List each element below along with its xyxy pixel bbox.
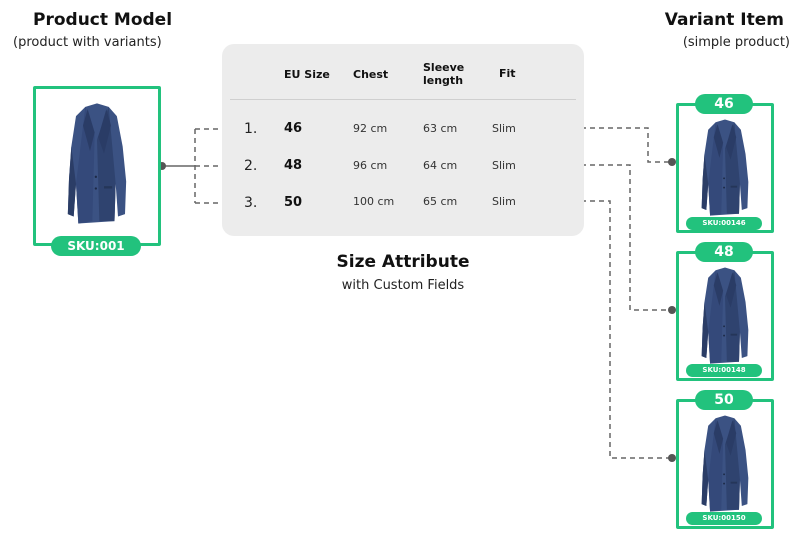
row-sleeve: 63 cm [423, 122, 458, 135]
row-index: 3. [244, 195, 258, 211]
row-index: 2. [244, 158, 258, 174]
product-model-subtitle: (product with variants) [13, 35, 162, 50]
variant-size-badge: 48 [695, 242, 753, 262]
row-chest: 100 cm [353, 195, 395, 208]
variant-size-badge: 50 [695, 390, 753, 410]
row-sleeve: 64 cm [423, 159, 458, 172]
table-divider [230, 99, 576, 100]
row-fit: Slim [492, 159, 516, 172]
row-chest: 96 cm [353, 159, 388, 172]
row-chest: 92 cm [353, 122, 388, 135]
header-chest: Chest [353, 68, 389, 81]
size-attribute-caption-sub: with Custom Fields [341, 278, 465, 293]
variant-card-46[interactable] [676, 103, 774, 233]
variant-sku-badge: SKU:00150 [686, 512, 762, 525]
row-eu-size: 50 [284, 195, 303, 210]
jacket-image [697, 264, 753, 368]
row-index: 1. [244, 121, 258, 137]
variant-card-48[interactable] [676, 251, 774, 381]
header-eu-size: EU Size [284, 68, 330, 81]
variant-card-50[interactable] [676, 399, 774, 529]
jacket-image [697, 412, 753, 516]
product-model-title: Product Model [33, 10, 173, 30]
variant-sku-badge: SKU:00148 [686, 364, 762, 377]
row-fit: Slim [492, 122, 516, 135]
size-attribute-caption: Size Attribute [336, 252, 470, 272]
variant-item-title: Variant Item [664, 10, 784, 30]
row-fit: Slim [492, 195, 516, 208]
header-fit: Fit [499, 67, 516, 80]
product-model-card[interactable] [33, 86, 161, 246]
size-attribute-table: EU Size Chest Sleeve length Fit 1. 46 92… [222, 44, 584, 236]
product-sku-badge: SKU:001 [51, 236, 141, 256]
row-eu-size: 46 [284, 121, 303, 136]
variant-size-badge: 46 [695, 94, 753, 114]
variant-sku-badge: SKU:00146 [686, 217, 762, 230]
jacket-image [62, 99, 132, 229]
jacket-image [697, 116, 753, 220]
variant-item-subtitle: (simple product) [682, 35, 790, 50]
header-sleeve-length: Sleeve length [423, 61, 465, 87]
row-eu-size: 48 [284, 158, 303, 173]
row-sleeve: 65 cm [423, 195, 458, 208]
